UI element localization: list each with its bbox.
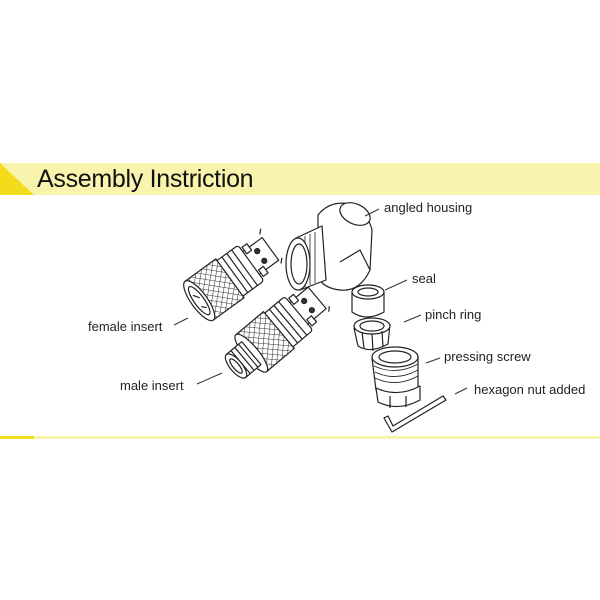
label-angled-housing: angled housing [384,200,473,215]
label-pinch-ring: pinch ring [425,307,482,322]
label-pressing-screw: pressing screw [444,349,531,364]
bottom-divider-accent [0,436,34,439]
page-title: Assembly Instriction [37,165,254,193]
bottom-divider [34,436,600,439]
label-female-insert: female insert [88,319,163,334]
leader-lines [173,208,468,395]
seal-part [351,284,385,318]
label-male-insert: male insert [120,378,184,393]
female-insert-part [183,228,283,322]
angled-housing-part [285,202,373,291]
pressing-screw-part [371,346,421,408]
title-banner [0,163,600,195]
pinch-ring-part [353,317,391,352]
hex-key-part [383,395,447,433]
male-insert-part [224,278,330,379]
label-seal: seal [412,271,436,286]
label-hexagon-nut: hexagon nut added [474,382,586,397]
banner-accent [0,163,34,195]
